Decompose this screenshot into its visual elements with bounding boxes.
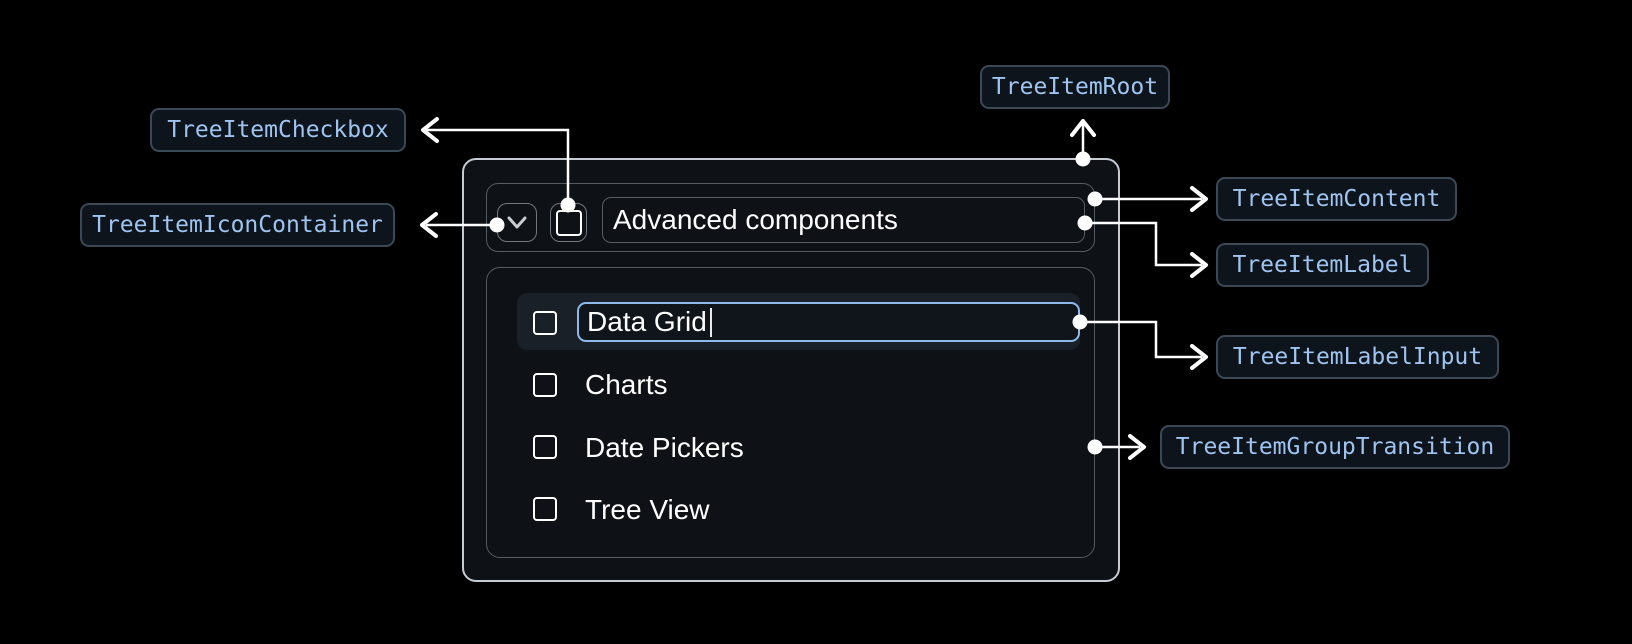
annotation-tree-item-label-input: TreeItemLabelInput (1216, 335, 1499, 379)
text-caret (709, 307, 712, 337)
arrowhead-up-icon (1070, 119, 1096, 137)
chevron-down-icon (507, 216, 527, 228)
tree-item-checkbox[interactable] (550, 203, 587, 242)
item-label-tree-view[interactable]: Tree View (585, 494, 710, 525)
annotation-tree-item-checkbox: TreeItemCheckbox (150, 108, 406, 152)
item-checkbox-tree-view[interactable] (533, 497, 557, 521)
annotation-tree-item-label: TreeItemLabel (1216, 243, 1429, 287)
arrowhead-right-icon (1128, 434, 1146, 460)
arrowhead-right-icon (1190, 252, 1208, 278)
annotation-label: TreeItemLabel (1232, 252, 1413, 278)
tree-item-label[interactable]: Advanced components (602, 197, 1085, 243)
annotation-label: TreeItemIconContainer (92, 212, 383, 238)
annotation-tree-item-group-transition: TreeItemGroupTransition (1160, 425, 1510, 469)
annotation-label: TreeItemContent (1232, 186, 1441, 212)
arrowhead-right-icon (1190, 186, 1208, 212)
tree-item-label-input[interactable]: Data Grid (577, 302, 1080, 342)
annotation-label: TreeItemGroupTransition (1175, 434, 1495, 460)
item-checkbox-charts[interactable] (533, 373, 557, 397)
tree-item-content[interactable] (486, 183, 1095, 252)
item-label-date-pickers[interactable]: Date Pickers (585, 432, 744, 463)
annotation-tree-item-root: TreeItemRoot (980, 65, 1170, 109)
item-label-charts[interactable]: Charts (585, 369, 668, 400)
item-checkbox-date-pickers[interactable] (533, 435, 557, 459)
label-input-value: Data Grid (587, 306, 707, 337)
tree-item-icon-container[interactable] (497, 203, 537, 242)
arrowhead-right-icon (1190, 344, 1208, 370)
checkbox-unchecked-icon (555, 209, 582, 236)
tree-item-root (462, 158, 1120, 582)
annotation-label: TreeItemRoot (991, 74, 1159, 100)
annotation-label: TreeItemCheckbox (167, 117, 389, 143)
annotation-tree-item-content: TreeItemContent (1216, 177, 1457, 221)
annotation-label: TreeItemLabelInput (1232, 344, 1483, 370)
tree-item-label-text: Advanced components (613, 204, 898, 235)
annotation-tree-item-icon-container: TreeItemIconContainer (80, 203, 395, 247)
arrowhead-left-icon (420, 212, 438, 238)
item-checkbox-data-grid[interactable] (533, 311, 557, 335)
arrowhead-left-icon (421, 117, 439, 143)
tree-item-group-transition (486, 267, 1095, 558)
